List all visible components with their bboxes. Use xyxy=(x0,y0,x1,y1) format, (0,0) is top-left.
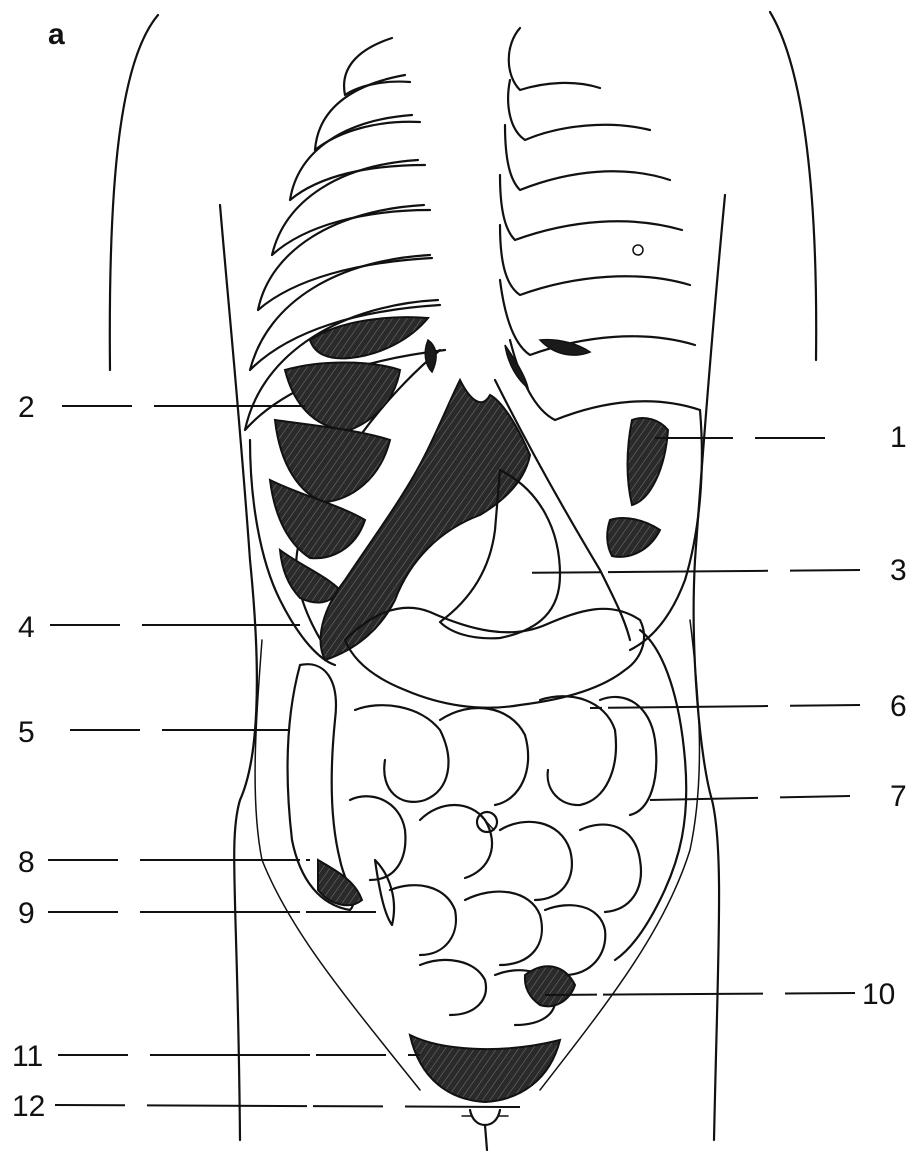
body-outline xyxy=(110,12,816,1140)
label-9: 9 xyxy=(18,897,35,930)
panel-letter: a xyxy=(48,18,65,51)
label-1: 1 xyxy=(890,421,907,454)
label-5: 5 xyxy=(18,716,35,749)
sigmoid-colon-shadow xyxy=(525,966,575,1006)
appendix xyxy=(375,860,394,925)
label-11: 11 xyxy=(12,1040,43,1073)
small-intestine xyxy=(350,696,656,1025)
transverse-colon xyxy=(345,608,644,708)
label-6: 6 xyxy=(890,690,907,723)
label-12: 12 xyxy=(12,1090,45,1123)
label-7: 7 xyxy=(890,780,907,813)
label-3: 3 xyxy=(890,554,907,587)
label-10: 10 xyxy=(862,978,895,1011)
label-8: 8 xyxy=(18,846,35,879)
label-2: 2 xyxy=(18,391,35,424)
bladder xyxy=(410,1035,560,1102)
label-4: 4 xyxy=(18,611,35,644)
pubic-symphysis xyxy=(462,1110,508,1150)
